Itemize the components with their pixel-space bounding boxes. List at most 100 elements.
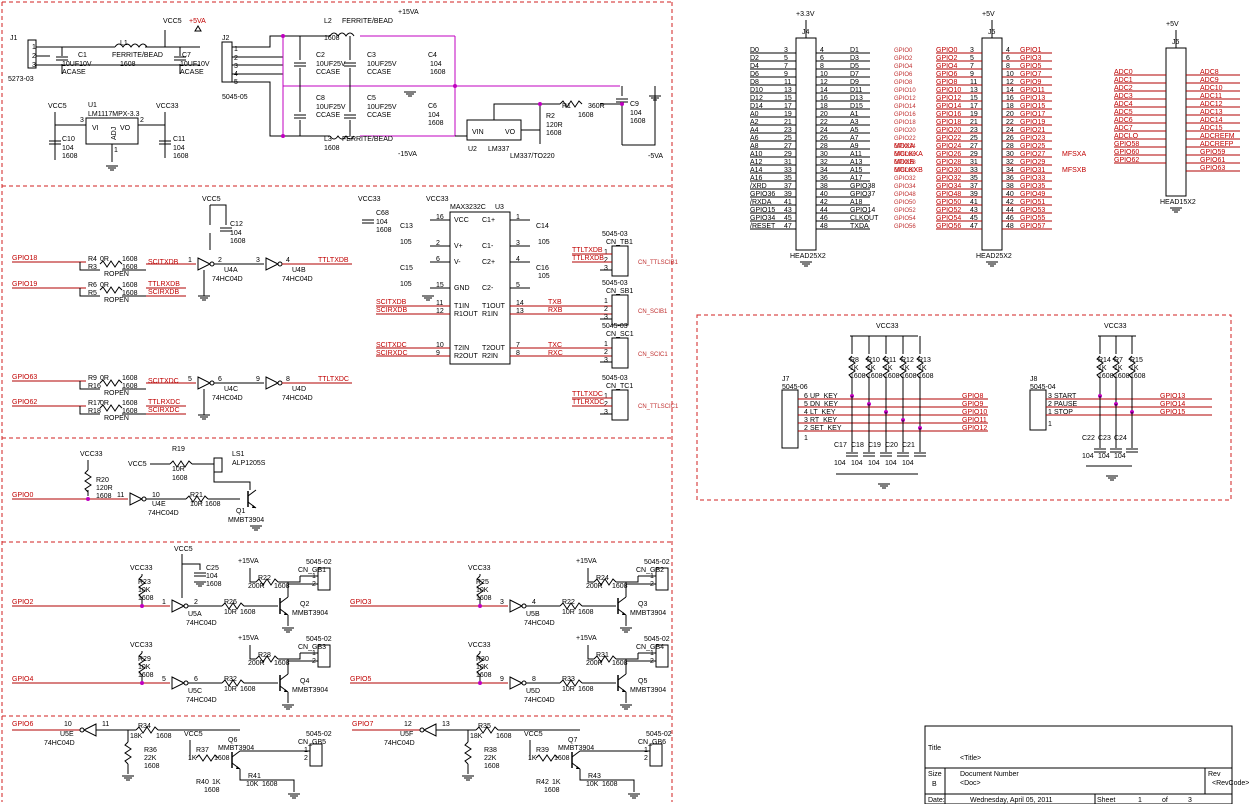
wire [146,405,186,415]
header-right-signal: A18 [850,199,863,206]
svg-text:LS1: LS1 [232,451,245,458]
header-left-signal: ADC0 [1114,69,1133,76]
header-left-signal: GPIO26 [936,151,961,158]
supply-label: VCC33 [468,642,491,649]
connector-ref: CN_TC1 [606,383,633,390]
svg-text:CCASE: CCASE [316,69,340,76]
svg-text:10: 10 [152,492,160,499]
supply-label: +15VA [238,635,259,642]
header-left-signal: D0 [750,47,759,54]
resistor-size: 1608 [138,595,154,602]
net-label: TTLTXDC [318,376,349,383]
pin-num: 25 [784,135,792,142]
svg-text:10UF25V: 10UF25V [316,104,346,111]
transistor-part: MMBT3904 [558,745,594,752]
connector-body [655,567,669,591]
wire [239,750,310,792]
resistor-ref: R15 [1130,357,1143,364]
svg-text:10UF25V: 10UF25V [367,104,397,111]
capacitor-ref: C18 [851,442,864,449]
header-faint-signal: GPIO28 [894,160,916,166]
header-right-signal: GPIO9 [1020,79,1042,86]
resistor-symbol [124,741,132,765]
capacitor-value: 104 [206,573,218,580]
svg-text:-5VA: -5VA [648,153,663,160]
svg-text:LM337/TO220: LM337/TO220 [510,153,555,160]
header-right-signal: GPIO13 [1020,95,1045,102]
svg-text:3: 3 [32,62,36,69]
svg-text:FERRITE/BEAD: FERRITE/BEAD [342,18,393,25]
rev-label: Rev [1208,771,1221,778]
header-body [795,37,817,251]
supply-label: VCC5 [174,546,193,553]
transistor-ref: Q6 [228,737,237,744]
connector-ref: CN_GB2 [636,567,664,574]
svg-text:U2: U2 [468,146,477,153]
capacitor-ref: C24 [1114,435,1127,442]
pin-num: 1 [304,747,308,754]
svg-text:L2: L2 [324,18,332,25]
pin-num: 4 [820,47,824,54]
header-supply: +3.3V [796,11,815,18]
header-left-signal: GPIO6 [936,71,958,78]
pin-num: 14 [820,87,828,94]
svg-text:1608: 1608 [96,493,112,500]
header-right-signal: ADCREFP [1200,141,1234,148]
gate-ref: U5B [526,611,540,618]
header-right-signal: ADC8 [1200,69,1219,76]
header-left-signal: GPIO34 [936,183,961,190]
inverter-symbol [509,599,527,613]
u3-pin-name: R2OUT [454,353,478,360]
docnum-value: <Doc> [960,780,981,787]
pin-num: 21 [784,119,792,126]
inverter-symbol [197,376,215,390]
connector-body [317,567,331,591]
svg-text:1: 1 [234,46,238,53]
resistor-ref: R7 [1114,357,1123,364]
pin-num: 35 [784,175,792,182]
header-right-signal: GPIO35 [1020,183,1045,190]
resistor-ref: R37 [196,747,209,754]
svg-text:R1: R1 [562,103,571,110]
ground-symbol [287,793,301,799]
header-left-signal: GPIO15 [750,207,775,214]
pin-num: 27 [784,143,792,150]
resistor-size: 1608 [496,733,512,740]
title-value: <Title> [960,755,981,762]
header-left-signal: /XRD [750,183,767,190]
transistor-symbol [279,596,289,616]
pin-num: 19 [970,111,978,118]
header-left-signal: A2 [750,119,759,126]
pin-num: 1 [604,249,608,256]
resistor-size: 1608 [901,373,917,380]
power-supply-block: J1 5273-03 1 2 3 C1 10UF10V ACASE L1 FER… [8,9,663,171]
resistor-ref: R24 [596,575,609,582]
header-right-signal: GPIO23 [1020,135,1045,142]
header-right-signal: GPIO25 [1020,143,1045,150]
capacitor-ref: C25 [206,565,219,572]
resistor-ref: R36 [144,747,157,754]
inverter-symbol [509,676,527,690]
gpio-net-label: GPIO13 [1160,393,1185,400]
svg-text:GPIO0: GPIO0 [12,492,34,499]
pin-num: 9 [970,71,974,78]
resistor-value: 1K [188,755,197,762]
header-right-signal: ADC11 [1200,93,1222,100]
header-faint-signal: GPIO26 [894,152,916,158]
header-faint-signal: GPIO8 [894,80,913,86]
header-right-signal: GPIO33 [1020,175,1045,182]
net-label: TTLTXDB [572,247,603,254]
pin-num: 4 [532,599,536,606]
junction [478,681,482,685]
pin-num: 31 [784,159,792,166]
svg-text:VCC5: VCC5 [48,103,67,110]
pin-num: 6 [194,676,198,683]
svg-text:U1: U1 [88,102,97,109]
gate-ref: U4A [224,267,238,274]
pin-num: 23 [970,127,978,134]
connector-ref: CN_GB6 [638,739,666,746]
svg-text:104: 104 [630,110,642,117]
connector-ref: CN_SC1 [606,331,634,338]
resistor-ref: R14 [1098,357,1111,364]
